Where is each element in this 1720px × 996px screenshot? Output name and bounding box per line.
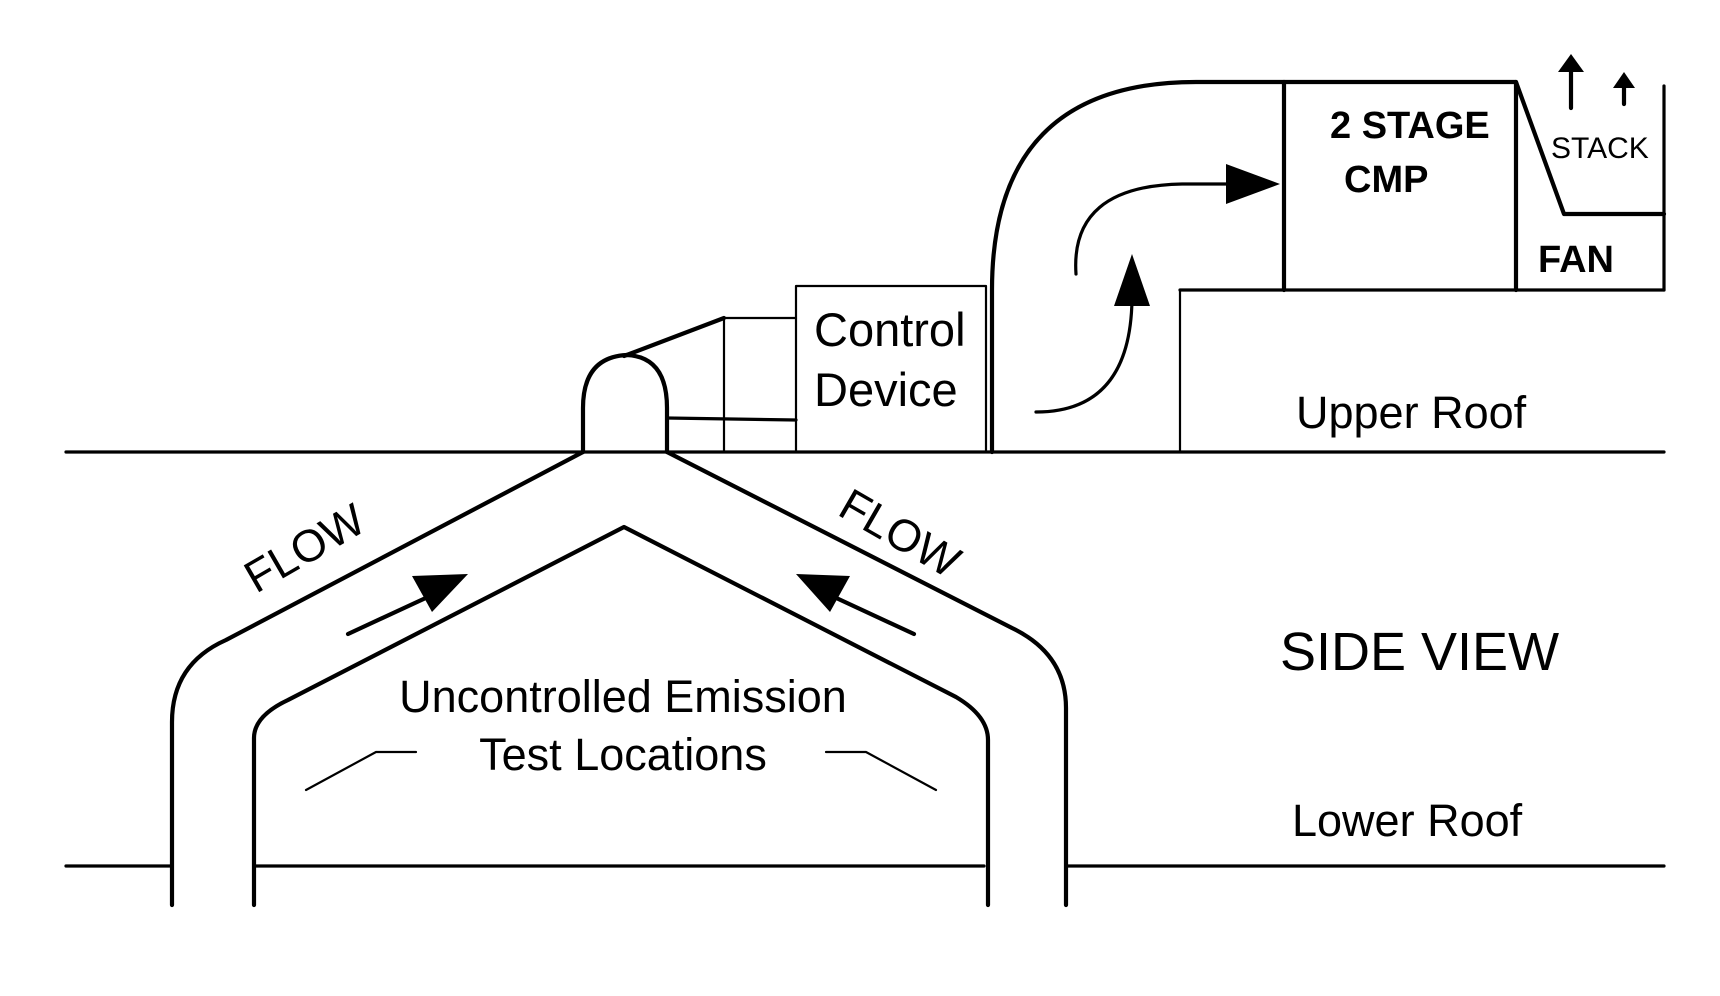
control-device-label-line2: Device xyxy=(814,363,958,416)
elbow-flow-arrow-lower-shaft xyxy=(1034,298,1134,414)
upper-roof-label: Upper Roof xyxy=(1296,387,1527,438)
elbow-duct-inner-wall xyxy=(1178,288,1284,454)
transition-duct-bottom-rail xyxy=(665,416,798,422)
right-duct-flow-arrow-head xyxy=(796,574,850,612)
fan-label: FAN xyxy=(1538,239,1614,281)
left-duct-flow-arrow-head xyxy=(412,574,468,612)
transition-duct-top xyxy=(621,315,727,359)
transition-duct-outline xyxy=(665,316,798,454)
left-duct-flow-arrow-shaft xyxy=(345,593,433,637)
elbow-flow-arrow-lower-head xyxy=(1114,254,1150,306)
left-duct-outer-wall xyxy=(169,449,586,908)
elbow-flow-arrow-upper-shaft xyxy=(1074,182,1230,276)
emission-label-line2: Test Locations xyxy=(479,729,767,780)
left-flow-label: FLOW xyxy=(236,493,375,602)
compressor-label-line2: CMP xyxy=(1344,159,1428,201)
stack-exhaust-arrow-1-head xyxy=(1558,54,1584,72)
stack-exhaust-arrow-2-head xyxy=(1613,72,1635,88)
duct-riser-bend xyxy=(580,352,670,455)
stack-label: STACK xyxy=(1551,132,1649,165)
test-location-leader-left xyxy=(304,750,418,792)
control-device-label-line1: Control xyxy=(814,303,966,356)
side-view-label: SIDE VIEW xyxy=(1280,622,1559,682)
right-duct-flow-arrow-shaft xyxy=(829,593,917,637)
right-duct-outer-wall xyxy=(664,449,1069,908)
control-device-box xyxy=(794,284,988,454)
compressor-box xyxy=(1281,79,1519,293)
stack-diagonal-wall xyxy=(1513,79,1667,217)
test-location-leader-right xyxy=(824,750,938,792)
emission-label-line1: Uncontrolled Emission xyxy=(399,671,847,722)
compressor-label-line1: 2 STAGE xyxy=(1330,105,1490,147)
elbow-duct-outer-wall xyxy=(989,79,1287,455)
duct-inner-walls xyxy=(251,524,991,908)
elbow-flow-arrow-upper-head xyxy=(1226,164,1280,204)
lower-roof-label: Lower Roof xyxy=(1292,795,1523,846)
